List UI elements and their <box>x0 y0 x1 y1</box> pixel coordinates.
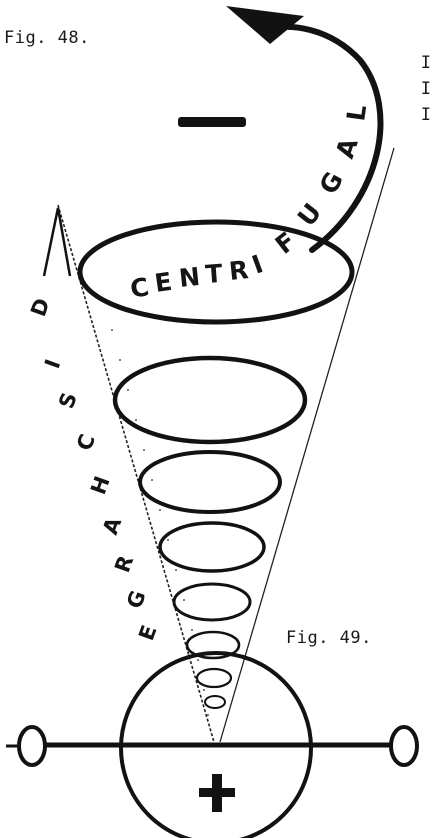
centrifugal-lettering: C E N T R I F U G A L <box>128 103 372 304</box>
discharge-letter: G <box>122 587 150 611</box>
centrifugal-letter: A <box>330 134 364 162</box>
centrifugal-letter: N <box>178 262 202 293</box>
centrifugal-letter: T <box>204 259 223 289</box>
centrifugal-letter: G <box>314 167 349 199</box>
centrifugal-arrow-head <box>226 6 304 44</box>
centrifugal-letter: E <box>153 267 174 298</box>
left-end-loop <box>19 727 45 765</box>
centrifugal-letter: R <box>228 255 250 286</box>
discharge-letter: C <box>72 431 100 454</box>
minus-sign <box>178 117 246 127</box>
discharge-lettering: D I S C H A R G E <box>26 295 161 644</box>
discharge-letter: I <box>40 356 65 372</box>
centrifugal-letter: C <box>128 272 151 304</box>
spiral-coil <box>80 222 352 708</box>
discharge-letter: D <box>26 295 55 320</box>
centrifugal-letter: I <box>248 249 267 279</box>
discharge-letter: H <box>86 473 115 498</box>
right-end-loop <box>391 727 417 765</box>
discharge-letter: R <box>110 552 138 575</box>
plus-vertical <box>212 774 222 812</box>
discharge-letter: E <box>134 622 161 644</box>
discharge-arrow-head <box>44 208 70 276</box>
centrifugal-letter: U <box>292 198 327 232</box>
discharge-letter: A <box>98 514 126 538</box>
centrifugal-letter: L <box>341 103 372 123</box>
discharge-letter: S <box>54 389 82 411</box>
